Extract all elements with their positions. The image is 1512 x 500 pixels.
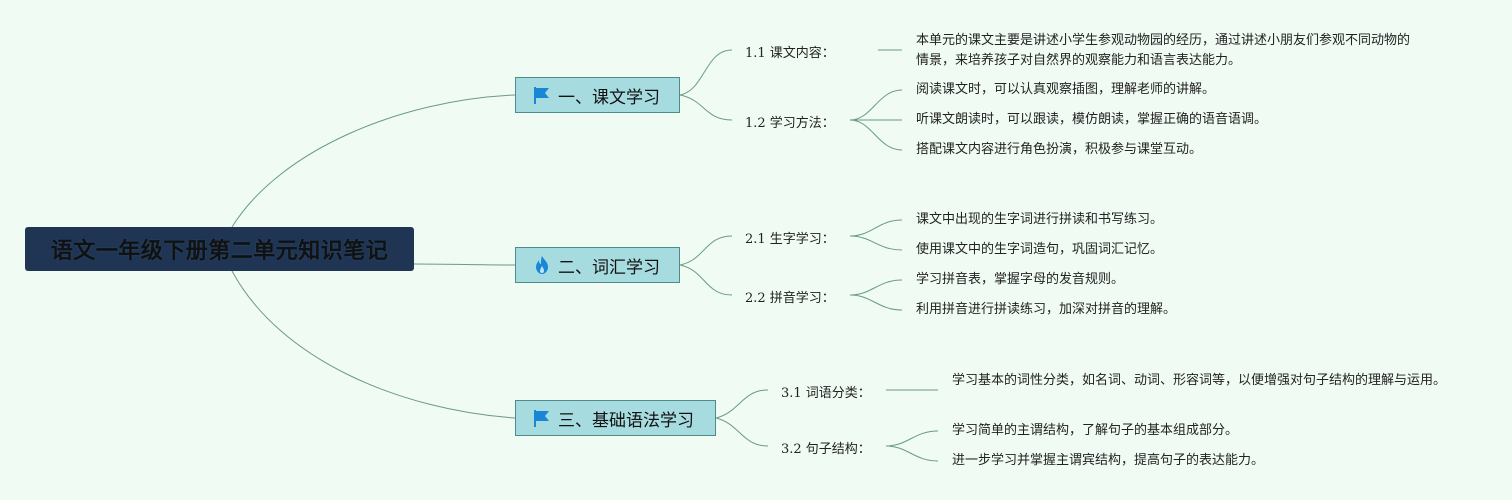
sub-node-1-1[interactable]: 1.1 课文内容： xyxy=(745,46,835,61)
branch-node-1[interactable]: 一、课文学习 xyxy=(515,77,680,113)
sub-node-1-2[interactable]: 1.2 学习方法： xyxy=(745,116,835,131)
leaf-3-2-1: 学习简单的主谓结构，了解句子的基本组成部分。 xyxy=(952,423,1239,438)
branch-node-3[interactable]: 三、基础语法学习 xyxy=(515,400,716,436)
leaf-1-2-1: 阅读课文时，可以认真观察插图，理解老师的讲解。 xyxy=(916,82,1216,97)
sub-node-2-1[interactable]: 2.1 生字学习： xyxy=(745,232,835,247)
connector-b3-s1 xyxy=(715,389,769,419)
leaf-2-2-2: 利用拼音进行拼读练习，加深对拼音的理解。 xyxy=(916,302,1177,317)
leaf-3-1-1: 学习基本的词性分类，如名词、动词、形容词等，以便增强对句子结构的理解与运用。 xyxy=(952,373,1447,388)
connector-b1-s2-leaf1 xyxy=(849,89,903,121)
connector-b3-s2-leaf1 xyxy=(885,430,939,447)
connector-root-branch-1 xyxy=(231,94,516,228)
root-title: 语文一年级下册第二单元知识笔记 xyxy=(50,239,389,264)
sub-node-3-2[interactable]: 3.2 句子结构： xyxy=(781,442,871,457)
leaf-2-2-1: 学习拼音表，掌握字母的发音规则。 xyxy=(916,272,1125,287)
connector-b3-s2 xyxy=(715,417,769,447)
connector-b2-s2-leaf2 xyxy=(849,294,903,311)
connector-b1-s2-leaf3 xyxy=(849,119,903,151)
root-node[interactable]: 语文一年级下册第二单元知识笔记 xyxy=(25,227,414,271)
flag-icon xyxy=(532,85,552,105)
leaf-3-2-2: 进一步学习并掌握主谓宾结构，提高句子的表达能力。 xyxy=(952,453,1265,468)
sub-node-2-2[interactable]: 2.2 拼音学习： xyxy=(745,291,835,306)
branch-node-2[interactable]: 二、词汇学习 xyxy=(515,247,680,283)
flag-icon xyxy=(532,408,552,428)
connector-b3-s2-leaf2 xyxy=(885,445,939,462)
connector-root-branch-2 xyxy=(413,263,516,266)
leaf-1-1-1: 本单元的课文主要是讲述小学生参观动物园的经历，通过讲述小朋友们参观不同动物的情景… xyxy=(916,33,1411,68)
branch-label-2: 二、词汇学习 xyxy=(558,257,660,278)
connector-b1-s1 xyxy=(679,49,733,96)
connector-b2-s1 xyxy=(679,235,733,266)
connector-b2-s2-leaf1 xyxy=(849,279,903,296)
connector-b2-s1-leaf1 xyxy=(849,219,903,237)
connector-b2-s2 xyxy=(679,264,733,296)
connector-root-branch-3 xyxy=(231,270,516,419)
leaf-2-1-1: 课文中出现的生字词进行拼读和书写练习。 xyxy=(916,212,1164,227)
sub-node-3-1[interactable]: 3.1 词语分类： xyxy=(781,386,871,401)
branch-label-1: 一、课文学习 xyxy=(558,87,660,108)
leaf-2-1-2: 使用课文中的生字词造句，巩固词汇记忆。 xyxy=(916,242,1164,257)
connector-b1-s2 xyxy=(679,94,733,121)
fire-icon xyxy=(532,255,552,275)
connector-b2-s1-leaf2 xyxy=(849,235,903,251)
leaf-1-2-2: 听课文朗读时，可以跟读，模仿朗读，掌握正确的语音语调。 xyxy=(916,112,1268,127)
leaf-1-2-3: 搭配课文内容进行角色扮演，积极参与课堂互动。 xyxy=(916,142,1203,157)
branch-label-3: 三、基础语法学习 xyxy=(558,410,694,431)
